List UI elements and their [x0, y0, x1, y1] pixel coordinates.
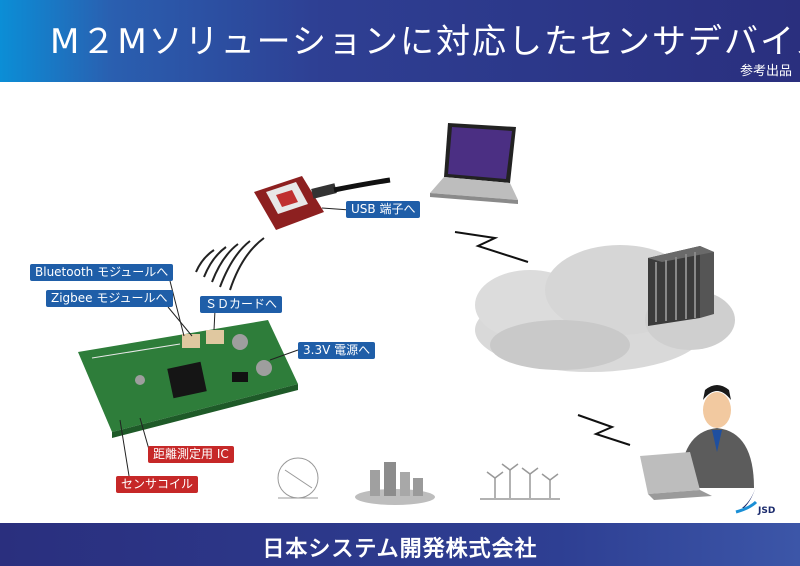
server-icon [648, 246, 714, 326]
jsd-logo-text: JSD [758, 506, 776, 516]
wind-turbine-image [480, 463, 560, 500]
wireless-link-icon [454, 231, 529, 263]
page-title: M２Mソリューションに対応したセンサデバイス [50, 22, 800, 62]
illustration-canvas [78, 123, 758, 514]
factory-image [355, 462, 435, 505]
label-bluetooth: Bluetooth モジュールへ [30, 264, 174, 281]
sensor-structure-image [277, 457, 319, 499]
radio-wave-icon [195, 237, 265, 291]
laptop-icon [430, 123, 518, 204]
page-subtitle: 参考出品 [739, 64, 792, 79]
jsd-logo-icon [735, 486, 758, 514]
label-usb: USB 端子へ [346, 201, 421, 218]
footer-banner: 日本システム開発株式会社 [0, 523, 800, 566]
sensor-board-image [78, 320, 298, 438]
wireless-link-icon [577, 414, 631, 446]
label-sd-card: ＳＤカードへ [200, 296, 283, 313]
label-sensor-coil: センサコイル [116, 476, 199, 493]
label-power: 3.3V 電源へ [298, 342, 376, 359]
usb-module-image [254, 176, 391, 230]
company-name: 日本システム開発株式会社 [262, 537, 538, 562]
businessman-image [640, 385, 754, 500]
label-distance-ic: 距離測定用 IC [148, 446, 234, 463]
label-zigbee: Zigbee モジュールへ [46, 290, 173, 307]
header-banner: M２Mソリューションに対応したセンサデバイス 参考出品 [0, 0, 800, 82]
